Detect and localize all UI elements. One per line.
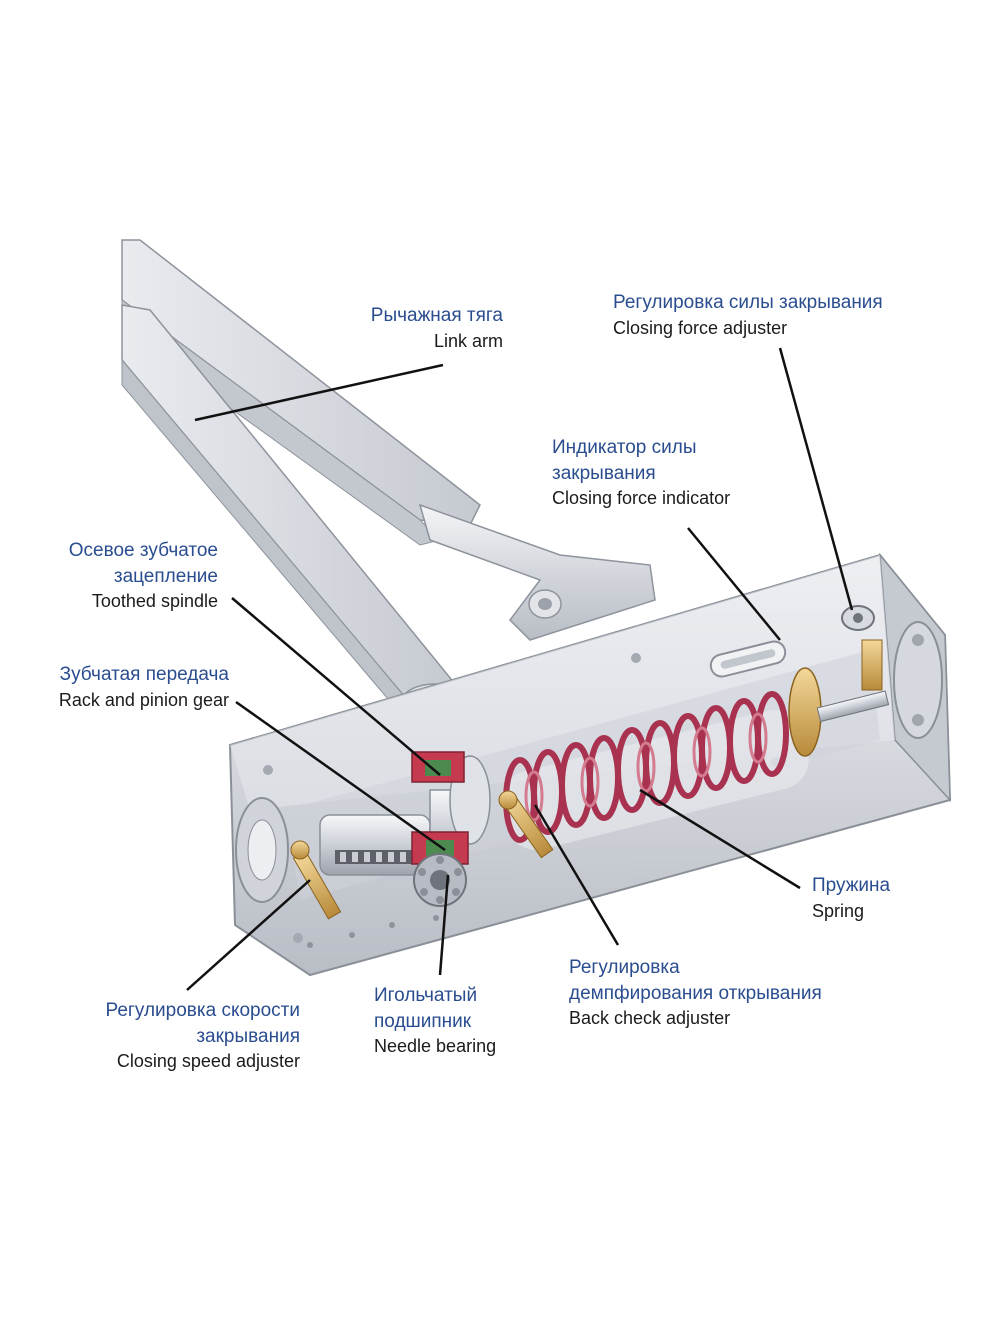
label-closing-force-adjuster: Регулировка силы закрывания Closing forc… (613, 290, 883, 340)
label-closing-force-adjuster-ru: Регулировка силы закрывания (613, 292, 883, 313)
label-link-arm-ru: Рычажная тяга (370, 305, 503, 326)
label-closing-force-indicator: Индикатор силы закрывания Closing force … (552, 435, 730, 511)
label-link-arm-en: Link arm (433, 330, 503, 351)
label-spring-en: Spring (812, 900, 865, 921)
link-arm (121, 239, 656, 641)
label-link-arm: Рычажная тяга Link arm (371, 303, 503, 353)
closing-force-adjuster (841, 605, 883, 691)
label-needle-bearing: Игольчатый подшипник Needle bearing (374, 983, 496, 1059)
label-needle-bearing-ru2: подшипник (374, 1010, 472, 1032)
leader-lines (186, 347, 854, 991)
label-toothed-spindle-en: Toothed spindle (91, 591, 218, 612)
label-toothed-spindle-ru2: зацепление (113, 565, 218, 587)
label-toothed-spindle-ru1: Осевое зубчатое (68, 540, 218, 561)
label-closing-force-adjuster-en: Closing force adjuster (613, 317, 788, 338)
label-closing-force-indicator-ru2: закрывания (552, 462, 656, 484)
label-needle-bearing-ru1: Игольчатый (374, 985, 478, 1006)
label-rack-pinion-en: Rack and pinion gear (58, 689, 229, 710)
spring (501, 667, 890, 850)
label-closing-speed-ru2: закрывания (196, 1025, 300, 1047)
closing-force-indicator (709, 640, 787, 678)
label-needle-bearing-en: Needle bearing (374, 1036, 497, 1057)
label-back-check-ru1: Регулировка (569, 957, 680, 978)
label-back-check: Регулировка демпфирования открывания Bac… (569, 955, 822, 1031)
label-back-check-en: Back check adjuster (569, 1008, 731, 1029)
label-closing-force-indicator-ru1: Индикатор силы (552, 437, 697, 458)
label-rack-pinion: Зубчатая передача Rack and pinion gear (59, 662, 229, 712)
back-check-adjuster (498, 790, 554, 859)
label-closing-force-indicator-en: Closing force indicator (552, 488, 731, 509)
label-closing-speed-ru1: Регулировка скорости (105, 1000, 300, 1021)
label-toothed-spindle: Осевое зубчатое зацепление Toothed spind… (69, 538, 218, 614)
label-closing-speed: Регулировка скорости закрывания Closing … (106, 998, 300, 1074)
label-spring-ru: Пружина (812, 875, 891, 896)
label-back-check-ru2: демпфирования открывания (569, 982, 822, 1004)
label-spring: Пружина Spring (812, 873, 890, 923)
label-closing-speed-en: Closing speed adjuster (116, 1051, 300, 1072)
closing-speed-adjuster (290, 840, 342, 920)
label-rack-pinion-ru: Зубчатая передача (59, 664, 229, 685)
